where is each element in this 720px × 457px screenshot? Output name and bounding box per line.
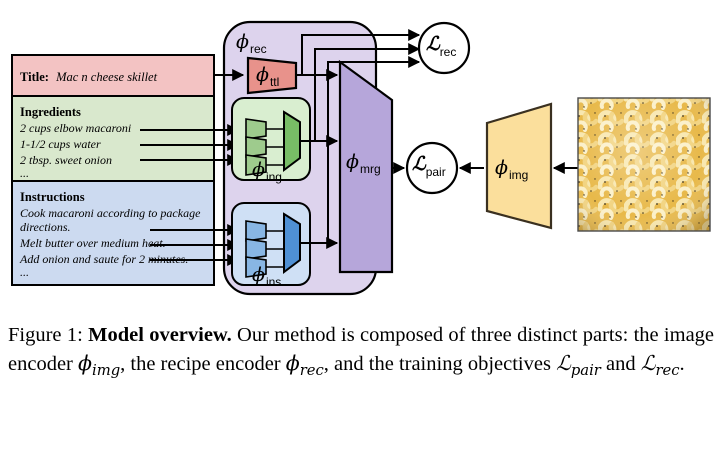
loss-rec-label: ℒrec [426, 33, 456, 59]
caption-phi-rec-sub: rec [299, 361, 324, 379]
caption-body-5: . [679, 352, 685, 375]
ingredients-heading: Ingredients [20, 105, 81, 119]
loss-pair-label: ℒpair [412, 153, 446, 179]
caption-body-3: , and the training objectives [323, 352, 557, 375]
ingredient-line: 1-1/2 cups water [20, 137, 101, 151]
ingredient-sub-block [245, 118, 267, 140]
recipe-encoder-label: ϕrec [236, 31, 267, 56]
image-encoder-label: ϕimg [495, 157, 528, 182]
ingredient-encoder-block [283, 110, 301, 172]
caption-body-2: , the recipe encoder [120, 352, 286, 375]
caption-figure-number: Figure 1: [8, 324, 83, 346]
recipe-ingredients-box [11, 95, 215, 182]
instruction-line: Add onion and saute for 2 minutes. [19, 252, 188, 266]
instruction-sub-block [245, 238, 267, 260]
ingredient-line: 2 tbsp. sweet onion [20, 153, 112, 167]
merge-encoder-block [338, 59, 394, 274]
caption-loss-rec: ℒ [640, 350, 656, 375]
caption-body-4: and [600, 352, 641, 375]
loss-rec-node [417, 21, 471, 75]
caption-loss-pair-sub: pair [570, 361, 601, 379]
caption-phi-img-sub: img [91, 361, 121, 379]
loss-pair-node [405, 141, 459, 195]
ingredient-ellipsis: ... [20, 166, 29, 180]
instruction-encoder-label: ϕins [252, 264, 281, 289]
caption-phi-rec: ϕ [285, 350, 300, 375]
food-photo [577, 97, 711, 232]
instruction-sub-block [245, 256, 267, 278]
caption-body-1: Our method is composed of three distinct… [8, 324, 715, 375]
figure-canvas: ϕrec Title: Mac n cheese skillet Ingredi… [11, 20, 711, 296]
caption-bold-title: Model overview. [88, 324, 232, 346]
instructions-heading: Instructions [20, 190, 85, 204]
image-encoder-block [485, 102, 553, 230]
instruction-ellipsis: ... [20, 265, 29, 279]
instruction-sub-block [245, 220, 267, 242]
instruction-line: directions. [20, 220, 71, 234]
merge-encoder-label: ϕmrg [346, 151, 381, 176]
caption-loss-pair: ℒ [556, 350, 571, 375]
skip-ing-to-loss-rec [314, 43, 421, 141]
recipe-title-text: Title: Mac n cheese skillet [20, 70, 158, 84]
ingredient-sub-block [245, 136, 267, 158]
figure-caption: Figure 1: Model overview. Our method is … [8, 322, 714, 381]
skip-ttl-to-loss-rec [301, 29, 421, 75]
caption-loss-rec-sub: rec [655, 361, 680, 379]
title-encoder-block [246, 56, 298, 95]
instruction-line: Cook macaroni according to package [20, 206, 201, 220]
title-encoder-label: ϕttl [256, 64, 279, 89]
skip-ins-to-loss-rec [327, 56, 421, 243]
caption-phi-img: ϕ [78, 350, 92, 375]
ingredient-sub-block [245, 154, 267, 176]
recipe-instructions-box [11, 180, 215, 286]
instruction-encoder-block [283, 212, 301, 274]
instruction-line: Melt butter over medium heat. [19, 236, 166, 250]
ingredient-encoder-label: ϕing [252, 159, 282, 184]
ingredient-line: 2 cups elbow macaroni [20, 121, 131, 135]
model-overview-figure: ϕrec Title: Mac n cheese skillet Ingredi… [11, 20, 711, 296]
